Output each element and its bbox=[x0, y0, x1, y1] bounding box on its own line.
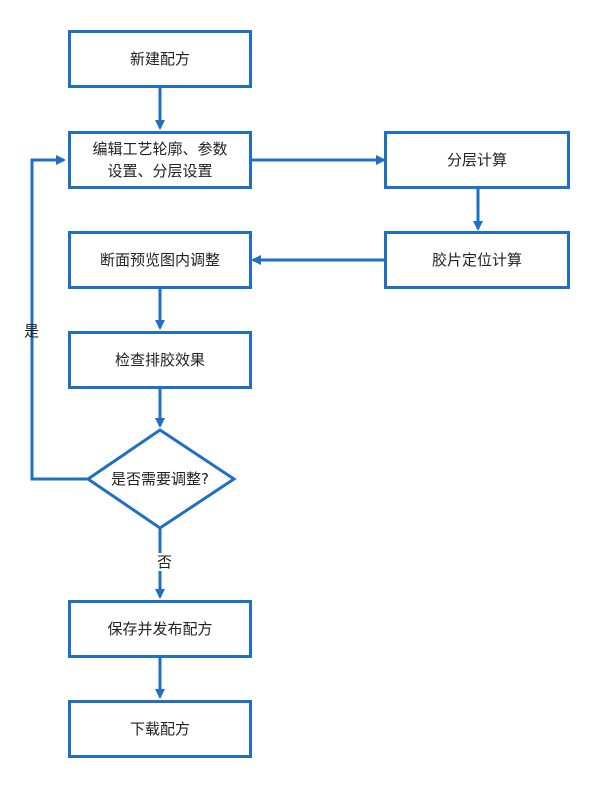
arrow-yes-loop bbox=[30, 155, 88, 481]
node-edit-settings: 编辑工艺轮廓、参数 设置、分层设置 bbox=[68, 131, 252, 189]
node-new-recipe-label: 新建配方 bbox=[129, 50, 190, 68]
node-layer-calc-label: 分层计算 bbox=[446, 151, 507, 169]
decision-label: 是否需要调整? bbox=[111, 470, 209, 488]
node-download-label: 下载配方 bbox=[129, 720, 190, 738]
node-layer-calc: 分层计算 bbox=[384, 131, 570, 189]
node-check-effect-label: 检查排胶效果 bbox=[114, 351, 205, 369]
node-film-calc: 胶片定位计算 bbox=[384, 231, 570, 289]
edge-label-no: 否 bbox=[155, 553, 175, 571]
node-film-calc-label: 胶片定位计算 bbox=[431, 251, 522, 269]
edge-label-yes: 是 bbox=[24, 322, 40, 340]
node-download: 下载配方 bbox=[68, 700, 252, 758]
node-new-recipe: 新建配方 bbox=[68, 30, 252, 88]
node-edit-settings-label: 编辑工艺轮廓、参数 设置、分层设置 bbox=[92, 138, 227, 182]
node-edit-settings-line-2: 设置、分层设置 bbox=[107, 162, 213, 180]
node-edit-settings-line-1: 编辑工艺轮廓、参数 bbox=[92, 140, 228, 158]
node-check-effect: 检查排胶效果 bbox=[68, 331, 252, 389]
node-save-publish: 保存并发布配方 bbox=[68, 600, 252, 658]
node-section-adjust: 断面预览图内调整 bbox=[68, 231, 252, 289]
node-section-adjust-label: 断面预览图内调整 bbox=[99, 251, 220, 269]
node-save-publish-label: 保存并发布配方 bbox=[107, 620, 213, 638]
decision-diamond bbox=[85, 428, 237, 530]
